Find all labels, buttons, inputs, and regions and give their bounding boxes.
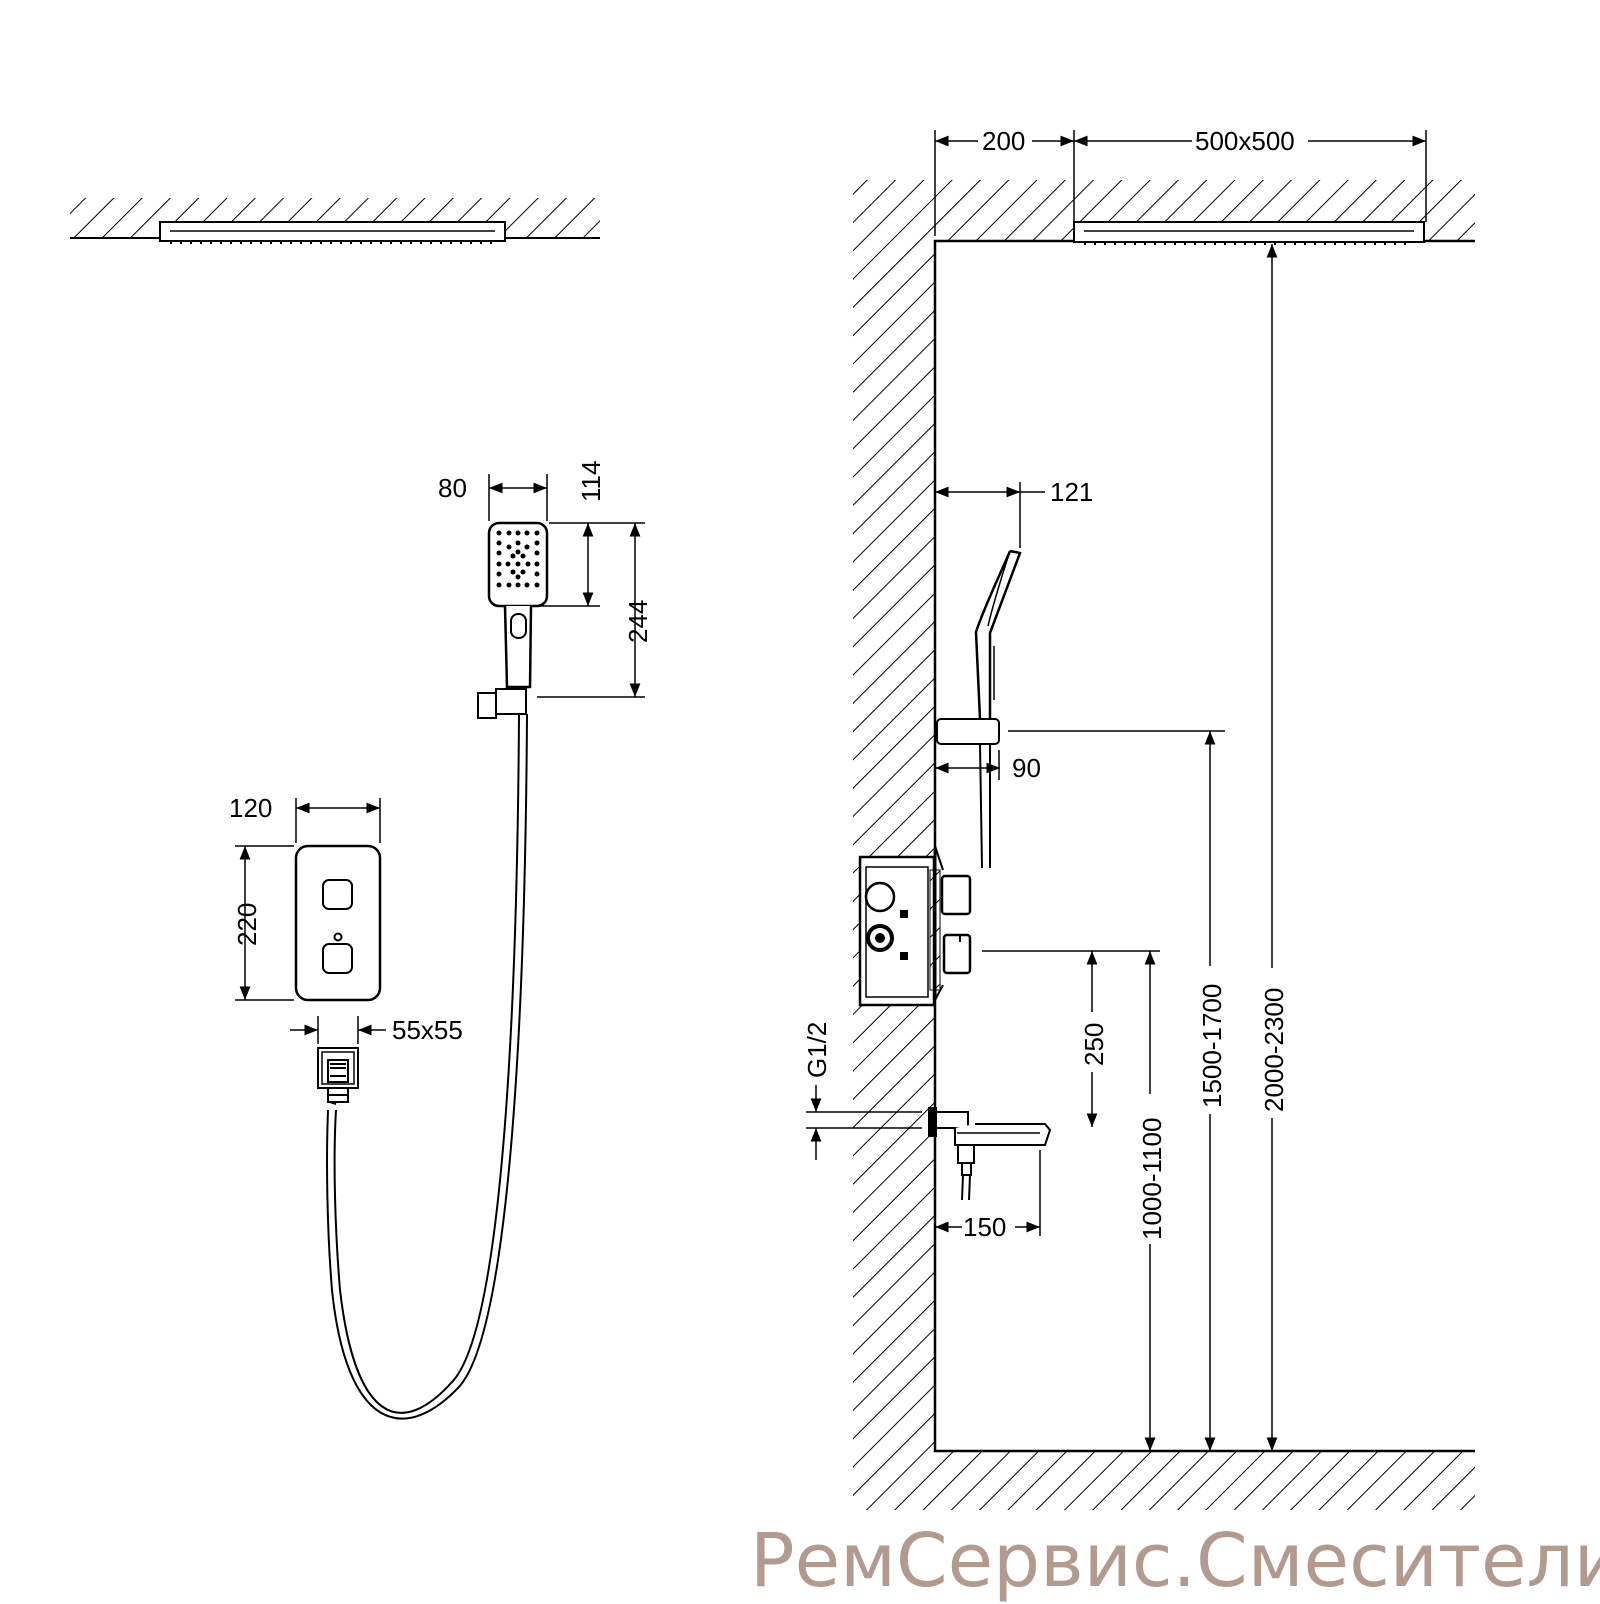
control-panel bbox=[294, 844, 382, 1002]
dim-ceiling-offset: 200 bbox=[982, 126, 1025, 156]
dim-spout-projection: 150 bbox=[963, 1212, 1006, 1242]
concealed-box bbox=[858, 845, 972, 1007]
handshower bbox=[477, 521, 549, 719]
watermark-text: РемСервис.Смесители bbox=[750, 1518, 1600, 1604]
dim-handshower-width: 80 bbox=[438, 473, 467, 503]
floor-hatch bbox=[935, 1451, 1475, 1510]
dim-panel-width: 120 bbox=[229, 793, 272, 823]
hose bbox=[333, 713, 520, 1414]
bath-spout bbox=[928, 1107, 1052, 1201]
wall-hatch bbox=[853, 180, 935, 1510]
dim-panel-height: 220 bbox=[232, 903, 262, 946]
dim-holder-projection: 90 bbox=[1012, 753, 1041, 783]
dim-spout-to-valve: 250 bbox=[1079, 1023, 1109, 1066]
dim-handshower-total-height: 244 bbox=[623, 600, 653, 643]
dim-outlet-size: 55x55 bbox=[392, 1015, 463, 1045]
dim-ceiling-height: 2000-2300 bbox=[1259, 988, 1289, 1112]
wall-outlet bbox=[317, 1047, 359, 1103]
dim-thread: G1/2 bbox=[802, 1022, 832, 1078]
room-interior bbox=[935, 241, 1475, 1451]
rain-head bbox=[1073, 221, 1425, 243]
dim-handshower-projection: 121 bbox=[1050, 477, 1093, 507]
right-view: 200 500x500 2000-2300 121 90 15 bbox=[802, 126, 1475, 1510]
left-view: 80 114 244 120 220 55x55 bbox=[70, 198, 653, 1420]
dim-spout-height: 1000-1100 bbox=[1137, 1118, 1167, 1240]
dim-rain-head-size: 500x500 bbox=[1195, 126, 1295, 156]
dim-holder-height: 1500-1700 bbox=[1197, 984, 1227, 1108]
dim-handshower-head-height: 114 bbox=[576, 461, 606, 502]
